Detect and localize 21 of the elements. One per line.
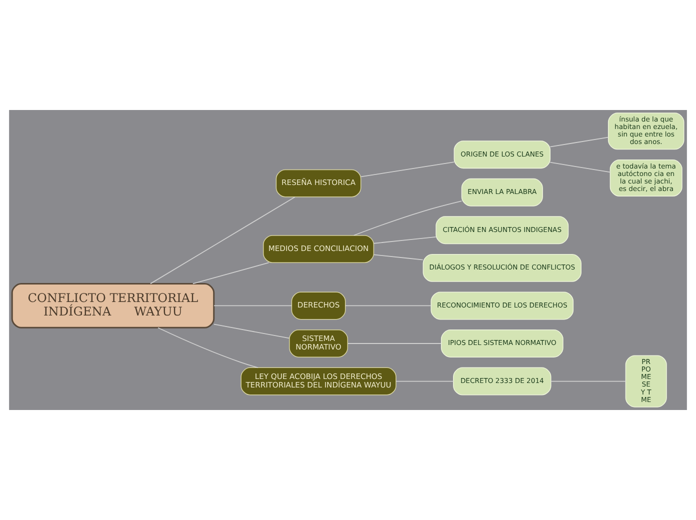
connector (550, 136, 609, 148)
node-box: CONFLICTO TERRITORIAL INDÍGENA WAYUU (11, 283, 215, 328)
connector (214, 324, 290, 339)
node-box: RESEÑA HISTORICA (276, 169, 362, 198)
connector (550, 380, 626, 382)
connector (360, 162, 454, 178)
node-box: LEY QUE ACOBIJA LOS DERECHOS TERRITORIALES DEL INDÍGENA WAYUU (240, 367, 396, 396)
connector (396, 380, 454, 382)
connector (373, 254, 424, 260)
node-box: MEDIOS DE CONCILIACION (262, 235, 374, 264)
node-box: DERECHOS (291, 292, 346, 320)
connector (353, 200, 462, 236)
connector (373, 236, 436, 244)
connector (150, 196, 296, 284)
connector (347, 343, 442, 344)
node-box: SISTEMA NORMATIVO (289, 330, 348, 358)
connector (344, 305, 432, 306)
connector (550, 162, 611, 173)
connector (158, 327, 258, 368)
connector (192, 262, 270, 284)
connector (214, 305, 292, 306)
